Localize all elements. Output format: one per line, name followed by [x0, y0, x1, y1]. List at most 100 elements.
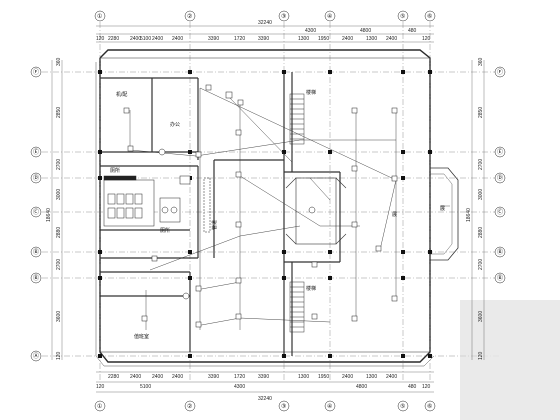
atrium-frame — [285, 177, 347, 245]
row-bubble: Ⓑ — [33, 274, 39, 282]
room-label: 楼梯 — [306, 285, 316, 292]
dim-top-r1: 4800 — [360, 28, 371, 34]
dim-bot-r1: 2400 — [130, 374, 141, 380]
dim-top-r1: 120 — [96, 36, 105, 42]
grey-wash — [460, 300, 560, 420]
staircase-upper — [289, 93, 305, 145]
room-label: 机/配 — [116, 91, 127, 98]
row-bubble: Ⓕ — [497, 68, 503, 76]
dim-bot-r2: 5100 — [140, 384, 151, 390]
dim-left: 360 — [56, 57, 62, 66]
dim-right: 3600 — [478, 311, 484, 322]
row-bubble: Ⓒ — [497, 208, 503, 216]
dim-top-r2: 1300 — [366, 36, 377, 42]
dims-bottom-overall: 32240 — [258, 396, 272, 402]
room-labels: 机/配 办公 值班室 楼梯 楼梯 厕所 厕所 展 展 管道 — [110, 89, 445, 340]
dim-right: 2880 — [478, 227, 484, 238]
column-bubbles-top — [94, 10, 436, 22]
row-bubble: Ⓓ — [497, 174, 503, 182]
dims-right: 360 2850 2700 3000 2880 2700 3600 120 18… — [466, 57, 484, 360]
row-bubble: Ⓔ — [33, 148, 39, 156]
row-bubble: Ⓓ — [33, 174, 39, 182]
dim-top-overall: 32240 — [258, 20, 272, 26]
structural-columns — [98, 70, 432, 358]
dim-top-r2: 2400 — [152, 36, 163, 42]
room-label: 管道 — [211, 220, 218, 230]
dim-bot-r1: 2400 — [152, 374, 163, 380]
dim-right: 2700 — [478, 259, 484, 270]
row-bubble: Ⓐ — [33, 352, 39, 360]
light-fixtures — [123, 84, 398, 328]
dimension-lines-left — [51, 60, 63, 360]
column-bubble-labels-bottom: ① ② ③ ④ ⑤ ⑥ — [97, 403, 432, 410]
row-bubbles-right — [494, 66, 506, 284]
wiring — [129, 87, 397, 330]
col-bubble: ④ — [327, 13, 332, 20]
dim-left: 2700 — [56, 259, 62, 270]
col-bubble: ⑥ — [427, 403, 432, 410]
dim-left-total: 18640 — [46, 208, 52, 222]
dim-bot-r2: 4300 — [234, 384, 245, 390]
dims-bottom-row2: 120 5100 4300 4800 480 120 — [96, 384, 431, 390]
row-bubble-labels-left: Ⓕ Ⓔ Ⓓ Ⓒ Ⓑ Ⓑ Ⓐ — [33, 68, 39, 360]
row-bubble-labels-right: Ⓕ Ⓔ Ⓓ Ⓒ Ⓑ Ⓑ — [497, 68, 503, 282]
col-bubble: ① — [97, 13, 102, 20]
restroom-fixtures — [103, 175, 181, 227]
col-bubble: ① — [97, 403, 102, 410]
dim-left: 3000 — [56, 189, 62, 200]
room-label: 展 — [392, 212, 397, 218]
dims-left: 360 2850 2700 3000 2880 2700 3600 120 18… — [46, 57, 62, 360]
dim-bot-r1: 2280 — [108, 374, 119, 380]
dims-top-row1: 120 5100 4300 4800 480 120 — [96, 28, 431, 42]
dim-right: 2700 — [478, 159, 484, 170]
column-bubble-labels-top: ① ② ③ ④ ⑤ ⑥ — [97, 13, 432, 20]
dim-top-r2: 2400 — [386, 36, 397, 42]
dim-right-total: 18640 — [466, 208, 472, 222]
dim-top-r2: 2400 — [172, 36, 183, 42]
dims-top-row2: 2280 2400 2400 2400 3390 1720 3390 1300 … — [108, 36, 397, 42]
dim-top-r2: 2400 — [130, 36, 141, 42]
dim-top-r2: 2280 — [108, 36, 119, 42]
dims-top-overall: 32240 — [258, 20, 272, 26]
dim-top-r1: 5100 — [140, 36, 151, 42]
col-bubble: ④ — [327, 403, 332, 410]
col-bubble: ② — [187, 403, 192, 410]
dim-top-r2: 2400 — [342, 36, 353, 42]
dim-bot-r1: 2400 — [172, 374, 183, 380]
col-bubble: ② — [187, 13, 192, 20]
room-label: 厕所 — [160, 227, 170, 234]
dim-bottom-overall: 32240 — [258, 396, 272, 402]
dimension-lines-right — [471, 60, 485, 360]
dims-bottom-row1: 2280 2400 2400 2400 3390 1720 3390 1300 … — [108, 374, 397, 380]
dim-top-r2: 1950 — [318, 36, 329, 42]
room-label: 展 — [440, 206, 445, 212]
room-label: 厕所 — [110, 167, 120, 174]
col-bubble: ⑤ — [400, 403, 405, 410]
staircase-lower — [289, 281, 305, 333]
distribution-panel — [179, 175, 211, 233]
room-label: 值班室 — [134, 333, 149, 340]
dim-bot-r1: 3390 — [258, 374, 269, 380]
dim-top-r1: 4300 — [305, 28, 316, 34]
row-bubble: Ⓒ — [33, 208, 39, 216]
dim-left: 2700 — [56, 159, 62, 170]
col-bubble: ⑥ — [427, 13, 432, 20]
dim-left: 2850 — [56, 107, 62, 118]
col-bubble: ⑤ — [400, 13, 405, 20]
dim-bot-r1: 1300 — [298, 374, 309, 380]
row-bubble: Ⓑ — [497, 248, 503, 256]
dim-top-r1: 480 — [408, 28, 417, 34]
dim-bot-r2: 4800 — [356, 384, 367, 390]
dim-bot-r1: 2400 — [386, 374, 397, 380]
dim-bot-r1: 3390 — [208, 374, 219, 380]
dim-bot-r1: 2400 — [342, 374, 353, 380]
dim-top-r1: 120 — [422, 36, 431, 42]
row-bubble: Ⓕ — [33, 68, 39, 76]
row-bubble: Ⓑ — [497, 274, 503, 282]
dim-bot-r2: 120 — [422, 384, 431, 390]
dim-top-r2: 1720 — [234, 36, 245, 42]
interior-walls — [100, 72, 341, 356]
dim-top-r2: 3390 — [208, 36, 219, 42]
dim-right: 2850 — [478, 107, 484, 118]
